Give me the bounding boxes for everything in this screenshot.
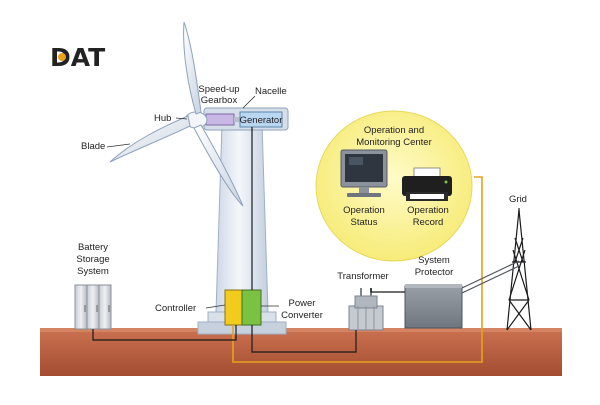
operation-center-label-line1: Operation and [364,125,424,136]
hub-label: Hub [154,113,171,124]
printer-icon [402,167,452,201]
orange-signal-wire [232,176,483,363]
power-line-2 [461,265,520,294]
power-converter-label-line2: Converter [281,310,323,321]
speedup-gearbox [205,113,235,126]
system-protector-label-line1: System [418,255,450,266]
power-converter-label-line1: Power [289,298,316,309]
power-line-1 [461,260,520,289]
transformer-label: Transformer [337,271,388,282]
generator-label: Generator [240,115,283,126]
nacelle-label: Nacelle [255,86,287,97]
system-protector [404,284,463,329]
battery-label-line3: System [77,266,109,277]
controller-label: Controller [155,303,196,314]
controller-unit [224,289,243,326]
grid-tower [506,208,532,331]
monitor-icon [340,149,388,197]
ground [40,330,562,376]
operation-status-label-line2: Status [351,217,378,228]
grid-label: Grid [509,194,527,205]
power-converter-unit [241,289,262,326]
operation-center-label-line2: Monitoring Center [356,137,432,148]
speedup-gearbox-label-line2: Gearbox [201,95,238,106]
battery-label-line1: Battery [78,242,108,253]
logo-accent-icon [58,53,66,61]
battery-label-line2: Storage [76,254,109,265]
operation-monitoring-center-area [315,110,473,262]
black-wire-transformer-to-protector [370,288,405,293]
generator [239,111,283,128]
transformer [348,288,384,331]
operation-record-label-line1: Operation [407,205,449,216]
logo: DAT [50,43,105,72]
blade-upper [183,21,202,115]
operation-status-label-line1: Operation [343,205,385,216]
battery-storage-cabinets [74,284,112,330]
leader-lines [106,95,279,309]
speedup-gearbox-label-line1: Speed-up [198,84,239,95]
system-protector-label-line2: Protector [415,267,454,278]
blade-lower [193,124,244,207]
blade-left [109,115,191,163]
blade-label: Blade [81,141,105,152]
ground-surface [40,328,562,332]
operation-record-label-line2: Record [413,217,444,228]
black-wire-to-battery [92,325,237,341]
black-wire-to-transformer [251,325,357,353]
drive-shaft [234,117,240,122]
blades [109,21,244,207]
